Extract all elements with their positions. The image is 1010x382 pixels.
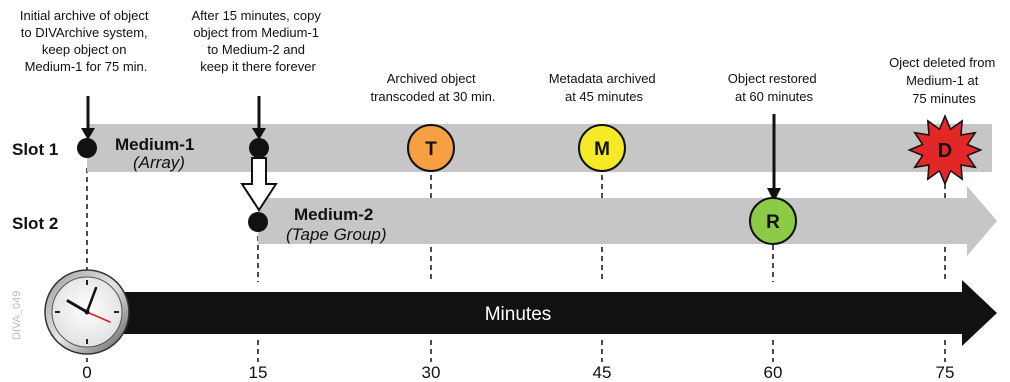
copy-down-arrow	[240, 157, 278, 212]
object-dot-slot2-start	[248, 212, 268, 232]
delete-starburst-icon	[907, 114, 983, 186]
annotation-deleted: Oject deleted from Medium-1 at 75 minute…	[889, 55, 999, 106]
annotation-initial-line-2: to DIVArchive system,	[21, 25, 148, 40]
medium2-subtitle: (Tape Group)	[286, 225, 386, 244]
medium1-title: Medium-1	[115, 135, 194, 154]
object-dot-slot1-start	[77, 138, 97, 158]
annotation-initial-archive: Initial archive of object to DIVArchive …	[20, 8, 152, 74]
medium1-bar	[87, 124, 992, 172]
annotation-metadata-line-1: Metadata archived	[549, 71, 656, 86]
annotation-copy-15: After 15 minutes, copy object from Mediu…	[192, 8, 325, 74]
annotation-deleted-line-3: 75 minutes	[912, 91, 976, 106]
tick-30: 30	[422, 363, 441, 382]
annotation-copy-line-1: After 15 minutes, copy	[192, 8, 322, 23]
delete-marker-letter: D	[938, 140, 952, 162]
annotation-copy-line-3: to Medium-2 and	[207, 42, 305, 57]
annotation-metadata: Metadata archived at 45 minutes	[549, 71, 660, 104]
object-dot-slot1-copy	[249, 138, 269, 158]
tick-15: 15	[249, 363, 268, 382]
slot1-label: Slot 1	[12, 140, 58, 159]
restore-arrow-head	[767, 188, 781, 202]
restore-marker-letter: R	[766, 212, 780, 233]
slot2-label: Slot 2	[12, 214, 58, 233]
tick-0: 0	[82, 363, 91, 382]
figure-id-watermark: DIVA_049	[11, 291, 23, 340]
transcode-marker	[407, 124, 455, 172]
transcode-marker-letter: T	[425, 139, 437, 160]
copy-arrow-head	[252, 128, 266, 140]
annotation-restore-line-1: Object restored	[728, 71, 817, 86]
annotation-copy-line-4: keep it there forever	[200, 59, 316, 74]
minutes-bar	[87, 280, 997, 346]
annotation-copy-line-2: object from Medium-1	[193, 25, 319, 40]
restore-marker	[749, 197, 797, 245]
annotation-transcode-line-1: Archived object	[387, 71, 476, 86]
annotation-restore-line-2: at 60 minutes	[735, 89, 814, 104]
annotation-transcode-line-2: transcoded at 30 min.	[370, 89, 495, 104]
initial-arrow-head	[81, 128, 95, 140]
tick-75: 75	[936, 363, 955, 382]
medium1-subtitle: (Array)	[133, 153, 185, 172]
clock-icon	[44, 269, 130, 355]
annotation-metadata-line-2: at 45 minutes	[565, 89, 644, 104]
tick-60: 60	[764, 363, 783, 382]
annotation-initial-line-1: Initial archive of object	[20, 8, 149, 23]
annotation-restore: Object restored at 60 minutes	[728, 71, 821, 104]
annotation-deleted-line-2: Medium-1 at	[906, 73, 979, 88]
tick-45: 45	[593, 363, 612, 382]
metadata-marker	[578, 124, 626, 172]
medium2-title: Medium-2	[294, 205, 373, 224]
annotation-transcode: Archived object transcoded at 30 min.	[370, 71, 495, 104]
annotation-deleted-line-1: Oject deleted from	[889, 55, 995, 70]
medium2-bar	[258, 186, 997, 256]
metadata-marker-letter: M	[594, 139, 610, 160]
minutes-label: Minutes	[485, 304, 552, 325]
annotation-initial-line-4: Medium-1 for 75 min.	[25, 59, 148, 74]
annotation-initial-line-3: keep object on	[42, 42, 127, 57]
